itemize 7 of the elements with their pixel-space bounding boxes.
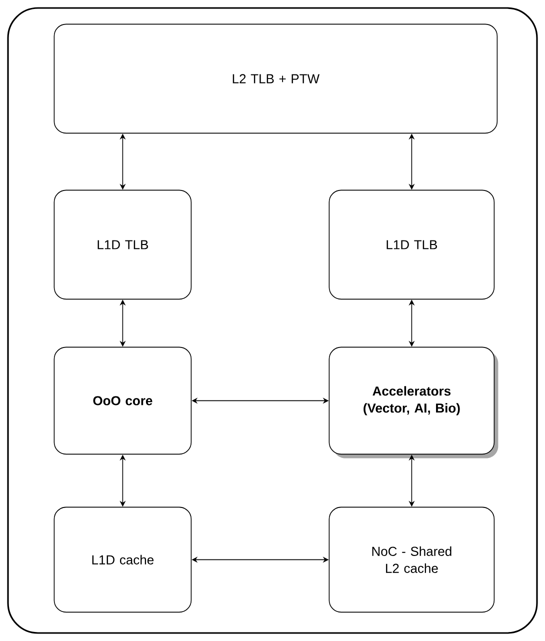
process-box: L2 TLB + PTW — [54, 24, 498, 134]
accelerator-box: Accelerators (Vector, AI, Bio) — [328, 346, 498, 458]
process-box: L1D TLB — [54, 190, 192, 300]
process-box: NoC - Shared L2 cache — [328, 506, 495, 613]
process-box: OoO core — [54, 346, 192, 455]
process-box: L1D TLB — [328, 190, 495, 300]
process-box: L1D cache — [54, 506, 192, 613]
